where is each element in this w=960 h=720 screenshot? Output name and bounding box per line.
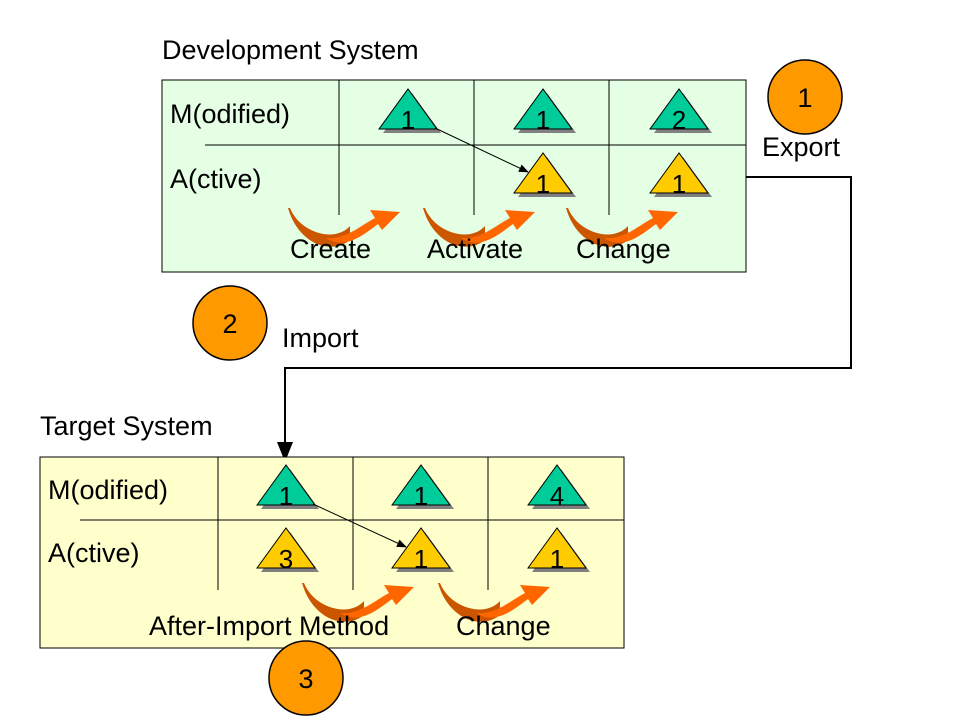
svg-text:2: 2 [222,309,237,339]
svg-text:3: 3 [298,664,313,694]
target-modified-object-2: 1 [391,464,455,511]
svg-text:1: 1 [536,169,550,199]
svg-text:3: 3 [279,544,293,574]
target-active-object-1: 3 [256,527,320,574]
svg-text:1: 1 [279,481,293,511]
target-row-modified-label: M(odified) [48,475,168,505]
dev-modified-object-3: 2 [649,88,713,135]
svg-text:1: 1 [672,169,686,199]
after-import-arrow [312,503,407,548]
svg-text:1: 1 [550,544,564,574]
target-modified-object-1: 1 [256,464,320,511]
svg-text:1: 1 [536,105,550,135]
target-row-active-label: A(ctive) [48,538,140,568]
svg-text:2: 2 [672,105,686,135]
dev-system-title: Development System [162,35,419,65]
step-create: Create [290,234,371,264]
dev-active-object-2: 1 [513,152,577,199]
svg-text:4: 4 [550,481,564,511]
svg-text:1: 1 [414,544,428,574]
target-modified-object-3: 4 [527,464,591,511]
svg-text:1: 1 [414,481,428,511]
step-change: Change [576,234,671,264]
dev-active-object-3: 1 [649,152,713,199]
step-activate: Activate [427,234,523,264]
svg-text:1: 1 [797,83,812,113]
export-label: Export [762,132,841,162]
transport-path [277,176,852,462]
import-marker: 2 [192,285,268,361]
dev-row-modified-label: M(odified) [170,99,290,129]
target-system-title: Target System [40,411,213,441]
after-import-marker: 3 [268,640,344,716]
export-marker: 1 [767,59,843,135]
import-label: Import [282,323,359,353]
target-active-object-3: 1 [527,527,591,574]
dev-modified-object-1: 1 [378,88,442,135]
step-after-import-method: After-Import Method [149,611,389,641]
target-active-object-2: 1 [391,527,455,574]
step-target-change: Change [456,611,551,641]
svg-text:1: 1 [401,105,415,135]
dev-modified-object-2: 1 [513,88,577,135]
dev-row-active-label: A(ctive) [170,164,262,194]
activation-arrow [434,127,529,173]
